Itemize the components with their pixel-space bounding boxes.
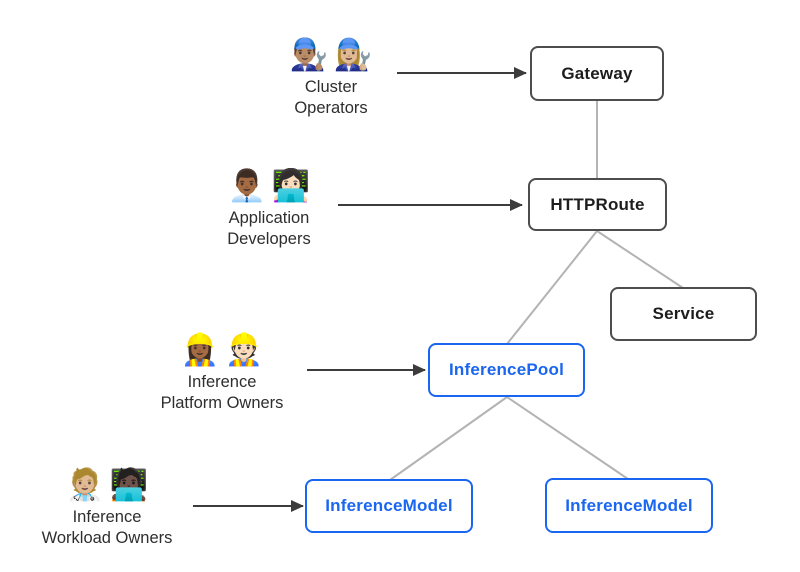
persona-label-inference-platform-owners: Inference Platform Owners <box>160 373 284 412</box>
node-service-label: Service <box>652 304 715 323</box>
persona-label-inference-workload-owners: Inference Workload Owners <box>41 508 173 547</box>
persona-emoji-row: 🧑🏼‍⚕️🧑🏿‍💻 <box>66 464 148 506</box>
edge-httproute-service <box>596 230 684 289</box>
node-inferencepool-label: InferencePool <box>448 360 565 379</box>
edge-inferencepool-inferencemodel-1 <box>389 396 508 481</box>
persona-emoji-row: 👷🏾‍♀️👷🏻 <box>181 329 263 371</box>
woman-technologist-icon: 👩🏻‍💻 <box>271 168 311 203</box>
persona-application-developers: 👨🏾‍💼👩🏻‍💻 Application Developers <box>159 165 379 250</box>
woman-construction-worker-icon: 👷🏾‍♀️ <box>180 332 220 367</box>
persona-emoji-row: 👨🏾‍💼👩🏻‍💻 <box>228 165 310 207</box>
node-inferencemodel-1-label: InferenceModel <box>325 496 453 515</box>
man-mechanic-icon: 👨🏽‍🔧 <box>289 37 329 72</box>
persona-cluster-operators: 👨🏽‍🔧👩🏼‍🔧 Cluster Operators <box>221 34 441 119</box>
persona-label-cluster-operators: Cluster Operators <box>294 78 368 117</box>
node-inferencemodel-1: InferenceModel <box>305 479 473 533</box>
man-office-worker-icon: 👨🏾‍💼 <box>227 168 267 203</box>
edge-inferencepool-inferencemodel-2 <box>506 396 629 480</box>
persona-inference-workload-owners: 🧑🏼‍⚕️🧑🏿‍💻 Inference Workload Owners <box>0 464 217 549</box>
persona-label-application-developers: Application Developers <box>227 209 311 248</box>
node-gateway-label: Gateway <box>561 63 633 83</box>
node-gateway: Gateway <box>530 46 664 101</box>
persona-inference-platform-owners: 👷🏾‍♀️👷🏻 Inference Platform Owners <box>112 329 332 414</box>
node-httproute: HTTPRoute <box>528 178 667 231</box>
man-construction-worker-icon: 👷🏻 <box>224 332 264 367</box>
node-inferencemodel-2: InferenceModel <box>545 478 713 533</box>
health-worker-icon: 🧑🏼‍⚕️ <box>65 467 105 502</box>
node-inferencemodel-2-label: InferenceModel <box>565 495 693 515</box>
persona-emoji-row: 👨🏽‍🔧👩🏼‍🔧 <box>290 34 372 76</box>
woman-mechanic-icon: 👩🏼‍🔧 <box>333 37 373 72</box>
node-inferencepool: InferencePool <box>428 343 585 397</box>
technologist-icon: 🧑🏿‍💻 <box>109 467 149 502</box>
edge-httproute-inferencepool <box>506 230 598 345</box>
node-httproute-label: HTTPRoute <box>550 194 645 214</box>
node-service: Service <box>610 287 757 341</box>
